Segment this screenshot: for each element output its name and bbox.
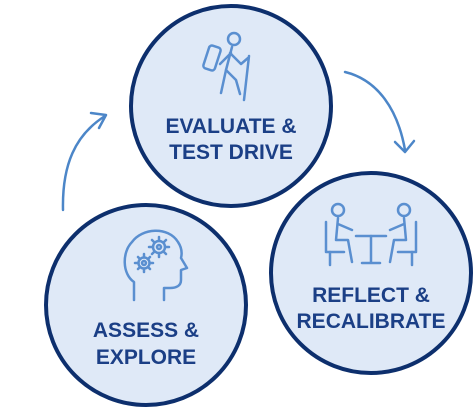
stage-assess: ASSESS & EXPLORE bbox=[44, 203, 248, 407]
hiker-icon bbox=[202, 31, 251, 102]
stage-evaluate-line1: EVALUATE & bbox=[165, 115, 296, 138]
head-gears-icon bbox=[123, 229, 189, 302]
stage-reflect-line1: REFLECT & bbox=[312, 284, 430, 307]
meeting-table-icon bbox=[324, 202, 418, 267]
stage-assess-line2: EXPLORE bbox=[96, 346, 196, 369]
stage-reflect-line2: RECALIBRATE bbox=[297, 310, 446, 333]
arrow-evaluate-to-reflect bbox=[343, 70, 416, 154]
stage-evaluate-circle bbox=[129, 4, 333, 208]
stage-assess-line1: ASSESS & bbox=[93, 319, 199, 342]
stage-evaluate: EVALUATE & TEST DRIVE bbox=[129, 4, 333, 208]
stage-reflect: REFLECT & RECALIBRATE bbox=[269, 171, 473, 375]
stage-evaluate-line2: TEST DRIVE bbox=[169, 141, 293, 164]
arrow-assess-to-evaluate bbox=[61, 111, 108, 212]
stage-reflect-circle bbox=[269, 171, 473, 375]
stage-assess-circle bbox=[44, 203, 248, 407]
